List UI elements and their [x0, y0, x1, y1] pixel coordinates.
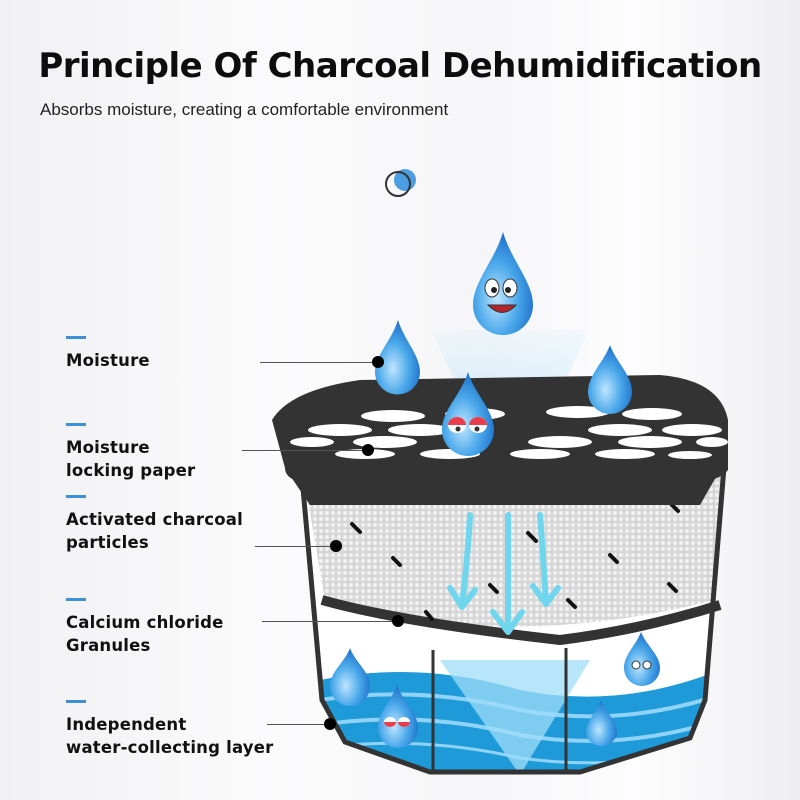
pointer-dot-water-layer	[324, 718, 336, 730]
pointer-dot-moisture	[372, 356, 384, 368]
happy-drop-icon	[473, 232, 533, 335]
accent-bar	[66, 700, 86, 703]
page-subtitle: Absorbs moisture, creating a comfortable…	[40, 100, 449, 119]
leader-line-calcium	[262, 621, 397, 622]
label-calcium-chloride: Calcium chloride Granules	[66, 598, 224, 657]
pointer-dot-calcium	[392, 615, 404, 627]
leader-line-charcoal	[255, 546, 335, 547]
bubble-icon	[385, 169, 416, 197]
label-moisture: Moisture	[66, 336, 150, 372]
accent-bar	[66, 423, 86, 426]
label-activated-charcoal: Activated charcoal particles	[66, 495, 243, 554]
pointer-dot-locking-paper	[362, 444, 374, 456]
leader-line-moisture	[260, 362, 378, 363]
accent-bar	[66, 495, 86, 498]
label-water-collecting-layer: Independent water-collecting layer	[66, 700, 273, 759]
accent-bar	[66, 336, 86, 339]
sleepy-drop-icon	[442, 372, 494, 456]
page-title: Principle Of Charcoal Dehumidification	[38, 46, 762, 86]
leader-line-water-layer	[267, 724, 327, 725]
down-arrow-icon	[447, 512, 561, 635]
accent-bar	[66, 598, 86, 601]
crying-drop-icon	[378, 632, 660, 748]
water-drop-icon	[330, 320, 632, 747]
pointer-dot-charcoal	[330, 540, 342, 552]
leader-line-locking-paper	[242, 450, 367, 451]
label-moisture-locking-paper: Moisture locking paper	[66, 423, 195, 482]
